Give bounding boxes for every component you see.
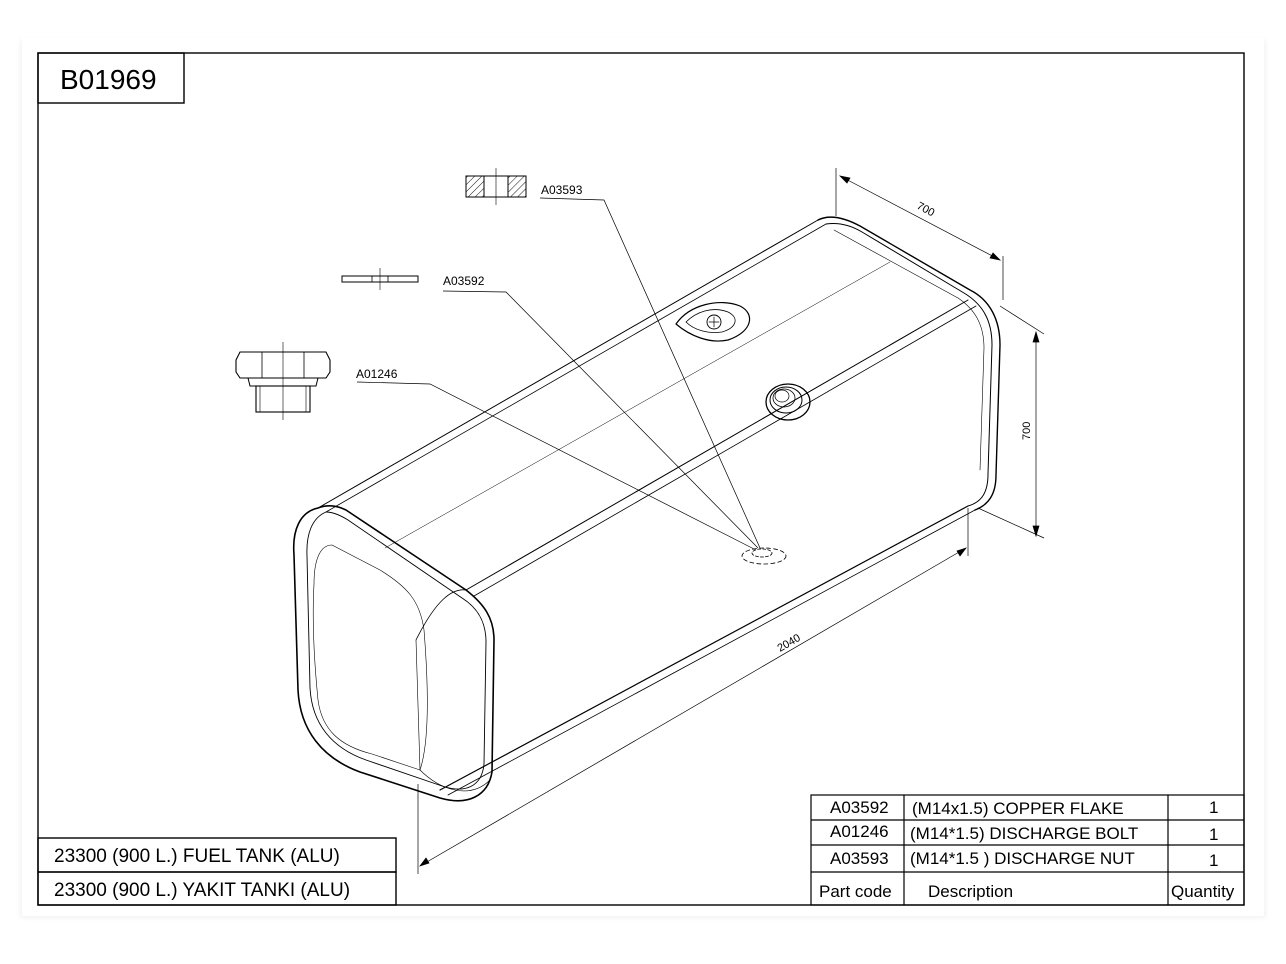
fuel-tank bbox=[292, 216, 1001, 802]
paper bbox=[22, 38, 1264, 916]
callout-nut: A03593 bbox=[541, 183, 583, 197]
callout-bolt: A01246 bbox=[356, 367, 398, 381]
dimension-lines bbox=[417, 168, 1045, 874]
leader-lines bbox=[356, 197, 761, 551]
table-row-1-code: A03592 bbox=[830, 798, 889, 817]
title-block: 23300 (900 L.) FUEL TANK (ALU) 23300 (90… bbox=[37, 837, 397, 906]
drawing-code: B01969 bbox=[60, 64, 157, 95]
table-row-2-quantity: 1 bbox=[1209, 825, 1218, 844]
parts-table-text: A03592 (M14x1.5) COPPER FLAKE 1 A01246 (… bbox=[819, 798, 1235, 901]
title-tr: 23300 (900 L.) YAKIT TANKI (ALU) bbox=[54, 880, 350, 901]
drawing-frame bbox=[37, 52, 1245, 906]
filler-cap bbox=[675, 302, 751, 342]
drain-location bbox=[741, 547, 787, 565]
callout-labels: A03593 A03592 A01246 bbox=[356, 183, 583, 381]
callout-flake: A03592 bbox=[443, 274, 485, 288]
table-row-1-description: (M14x1.5) COPPER FLAKE bbox=[912, 799, 1124, 818]
table-row-2-code: A01246 bbox=[830, 822, 889, 841]
dimension-height: 700 bbox=[1021, 422, 1033, 440]
discharge-nut-detail bbox=[465, 168, 527, 205]
table-row-3-description: (M14*1.5 ) DISCHARGE NUT bbox=[910, 849, 1135, 868]
table-row-3-quantity: 1 bbox=[1209, 851, 1218, 870]
parts-table bbox=[810, 794, 1245, 906]
gauge-flange bbox=[765, 383, 811, 421]
drawing-code-box: B01969 bbox=[37, 52, 185, 104]
table-header-code: Part code bbox=[819, 882, 892, 901]
title-en: 23300 (900 L.) FUEL TANK (ALU) bbox=[54, 846, 340, 867]
copper-flake-detail bbox=[341, 268, 419, 290]
discharge-bolt-detail bbox=[235, 342, 331, 420]
table-header-description: Description bbox=[928, 882, 1013, 901]
table-header-quantity: Quantity bbox=[1171, 882, 1235, 901]
table-row-1-quantity: 1 bbox=[1209, 798, 1218, 817]
table-row-2-description: (M14*1.5) DISCHARGE BOLT bbox=[910, 824, 1138, 843]
table-row-3-code: A03593 bbox=[830, 849, 889, 868]
